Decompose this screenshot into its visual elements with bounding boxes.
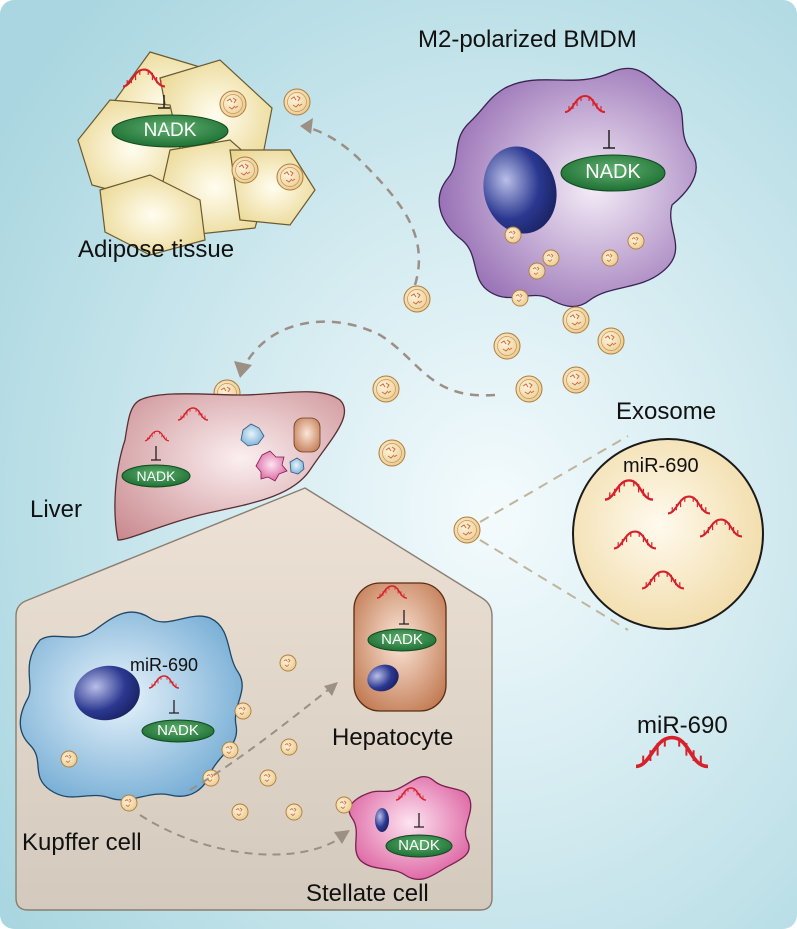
liver-title: Liver [30,496,83,523]
mini-kupffer [240,423,265,447]
nucleus-icon [367,664,399,692]
inhibition-icon [603,130,615,149]
arrow-head [300,118,313,134]
liver-nadk [121,464,191,488]
arrow-to-hepatocyte [189,689,329,791]
hepatocyte-nadk-label: NADK [381,631,423,648]
arrow-head [324,682,338,696]
adipose-title: Adipose tissue [78,236,235,263]
exosome-icon [231,156,259,184]
inhibition-icon [414,813,424,828]
adipose-nadk [111,114,229,148]
stellate-nadk [385,834,453,858]
inhibition-icon [158,95,170,109]
exosome-icon [120,794,138,812]
inhibition-icon [169,700,179,714]
bmdm-nadk-label: NADK [585,161,641,183]
zoom-lines [479,435,629,631]
kupffer-nadk [141,719,215,743]
inhibition-icon [399,610,409,625]
exosome-detail [572,438,764,630]
exosome-icon [60,750,78,768]
inhibition-icon [151,446,161,461]
exosome-icon [283,88,311,116]
arrow-to-liver [243,320,496,397]
kupffer-mirna-label: miR-690 [130,655,199,675]
exosome-icon [219,90,247,118]
legend-mirna-label: miR-690 [637,712,728,739]
nucleus-icon [375,808,389,832]
bmdm-nadk [560,154,666,192]
liver-nadk-label: NADK [136,468,176,484]
kupffer-nadk-label: NADK [157,722,199,739]
arrow-head [334,830,350,844]
arrow-head [234,361,252,378]
exosome-icon [276,163,304,191]
arrow-to-adipose [301,124,421,286]
adipose-nadk-label: NADK [143,120,197,141]
arrow-to-stellate [139,814,341,856]
mini-kupffer [289,457,305,475]
nucleus-icon [74,665,140,721]
kupffer-title: Kupffer cell [22,829,142,856]
exosome-mirna-label: miR-690 [623,455,699,477]
exosome-title: Exosome [616,398,717,425]
mini-hepatocyte [293,417,321,453]
mini-stellate [255,450,288,482]
hepatocyte-nadk [367,628,437,652]
stellate-title: Stellate cell [306,880,429,907]
nucleus-icon [483,146,557,234]
hepatocyte-title: Hepatocyte [332,724,454,751]
bmdm-title: M2-polarized BMDM [418,26,637,53]
stellate-nadk-label: NADK [398,837,440,854]
liver-organ [114,391,346,541]
